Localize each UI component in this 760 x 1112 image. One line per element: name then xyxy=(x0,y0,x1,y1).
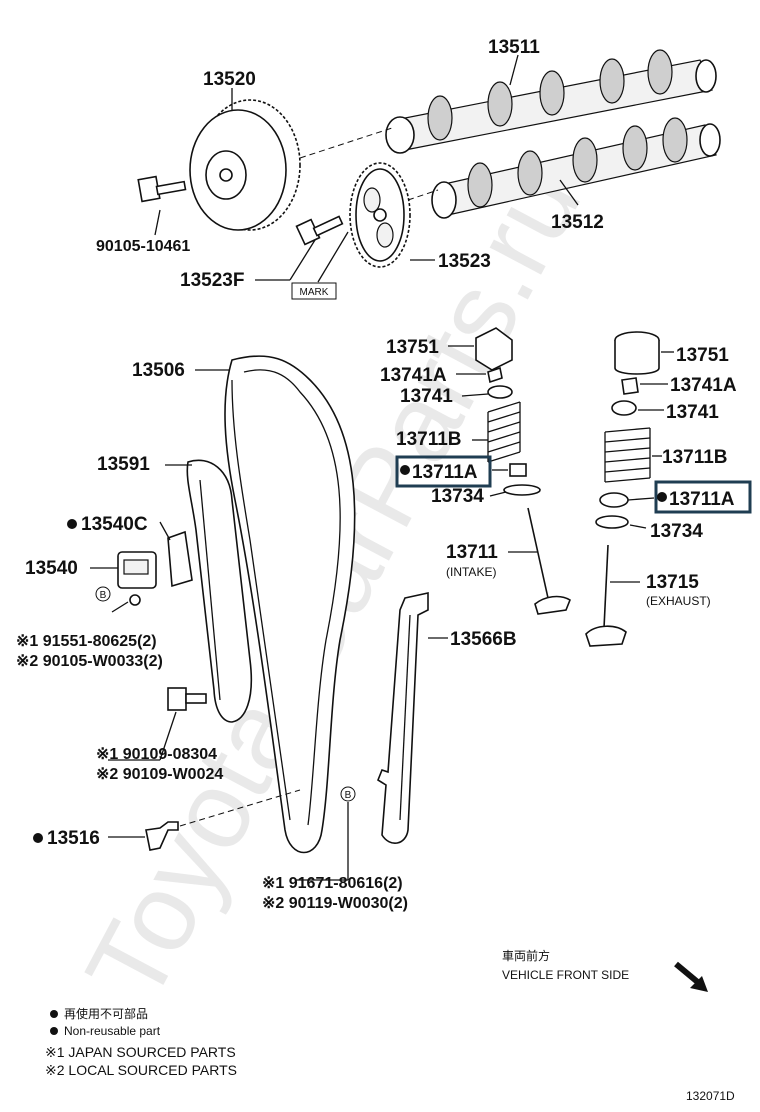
circle-b-icon xyxy=(95,586,111,602)
label-intake-13751: 13751 xyxy=(386,337,439,358)
nonreusable-dot-icon xyxy=(33,833,43,843)
label-intake-subtitle: (INTAKE) xyxy=(446,565,496,579)
intake-valve-parts-drawing xyxy=(475,327,571,615)
diagram-id: 132071D xyxy=(686,1089,735,1103)
label-intake-13734: 13734 xyxy=(431,486,484,507)
camshaft-intake-drawing xyxy=(385,49,717,154)
label-intake-13741: 13741 xyxy=(400,386,453,407)
label-intake-13741a: 13741A xyxy=(380,365,447,386)
label-90105-10461: 90105-10461 xyxy=(96,238,190,255)
nonreusable-dot-icon xyxy=(67,519,77,529)
label-exhaust-13715: 13715 xyxy=(646,572,699,593)
highlight-intake-13711a xyxy=(395,455,492,488)
bolt-13523f-drawing xyxy=(295,215,344,246)
chain-vibration-damper-drawing xyxy=(377,592,429,844)
label-13566b: 13566B xyxy=(450,629,517,650)
label-13516: 13516 xyxy=(47,828,100,849)
label-13540: 13540 xyxy=(25,558,78,579)
camshaft-exhaust-drawing xyxy=(431,117,721,219)
legend-dot-icon xyxy=(50,1010,58,1018)
circle-b-icon xyxy=(340,786,356,802)
front-arrow-icon xyxy=(674,961,708,992)
mark-label: MARK xyxy=(300,287,329,298)
label-intake-13711a: 13711A xyxy=(412,462,478,483)
label-13506: 13506 xyxy=(132,360,185,381)
bolt-90109-drawing xyxy=(167,687,207,711)
exhaust-cam-sprocket-drawing xyxy=(349,162,411,268)
direction-jp: 車両前方 xyxy=(502,948,550,963)
label-bolt3-line2: ※2 90119-W0030(2) xyxy=(262,895,408,912)
nonreusable-dot-icon xyxy=(400,465,410,475)
label-exhaust-13711b: 13711B xyxy=(662,447,728,468)
bolt-90105-drawing xyxy=(137,175,187,203)
legend-nonreusable-jp: 再使用不可部品 xyxy=(64,1006,148,1021)
label-exhaust-13751: 13751 xyxy=(676,345,729,366)
label-exhaust-13741: 13741 xyxy=(666,402,719,423)
label-13512: 13512 xyxy=(551,212,604,233)
circle-b-label: B xyxy=(345,790,352,801)
chain-tensioner-drawing xyxy=(117,551,157,606)
label-exhaust-13711a: 13711A xyxy=(669,489,735,510)
label-intake-13711b: 13711B xyxy=(396,429,462,450)
label-bolt1-line2: ※2 90105-W0033(2) xyxy=(16,653,163,670)
nonreusable-dot-icon xyxy=(657,492,667,502)
label-13591: 13591 xyxy=(97,454,150,475)
oil-nozzle-drawing xyxy=(145,821,179,851)
label-exhaust-13734: 13734 xyxy=(650,521,703,542)
label-13540c: 13540C xyxy=(81,514,148,535)
label-exhaust-subtitle: (EXHAUST) xyxy=(646,594,711,608)
timing-chain-drawing xyxy=(224,355,356,854)
label-bolt1-line1: ※1 91551-80625(2) xyxy=(16,633,157,650)
label-intake-13711: 13711 xyxy=(446,542,498,563)
legend-note-2: ※2 LOCAL SOURCED PARTS xyxy=(45,1062,237,1078)
chain-slipper-guide-drawing xyxy=(186,459,253,723)
label-bolt3-line1: ※1 91671-80616(2) xyxy=(262,875,403,892)
label-exhaust-13741a: 13741A xyxy=(670,375,737,396)
highlight-exhaust-13711a xyxy=(654,480,752,514)
legend-dot-icon xyxy=(50,1027,58,1035)
mark-box xyxy=(291,282,337,300)
circle-b-label: B xyxy=(100,590,107,601)
legend-note-1: ※1 JAPAN SOURCED PARTS xyxy=(45,1044,236,1060)
label-bolt2-line1: ※1 90109-08304 xyxy=(96,746,217,763)
label-13523f: 13523F xyxy=(180,270,244,291)
label-13511: 13511 xyxy=(488,37,540,58)
tensioner-gasket-drawing xyxy=(167,530,193,588)
direction-en: VEHICLE FRONT SIDE xyxy=(502,968,629,982)
legend-nonreusable-en: Non-reusable part xyxy=(64,1024,161,1038)
label-13520: 13520 xyxy=(203,69,256,90)
cam-timing-gear-drawing xyxy=(189,99,301,231)
label-13523: 13523 xyxy=(438,251,491,272)
label-bolt2-line2: ※2 90109-W0024 xyxy=(96,766,223,783)
